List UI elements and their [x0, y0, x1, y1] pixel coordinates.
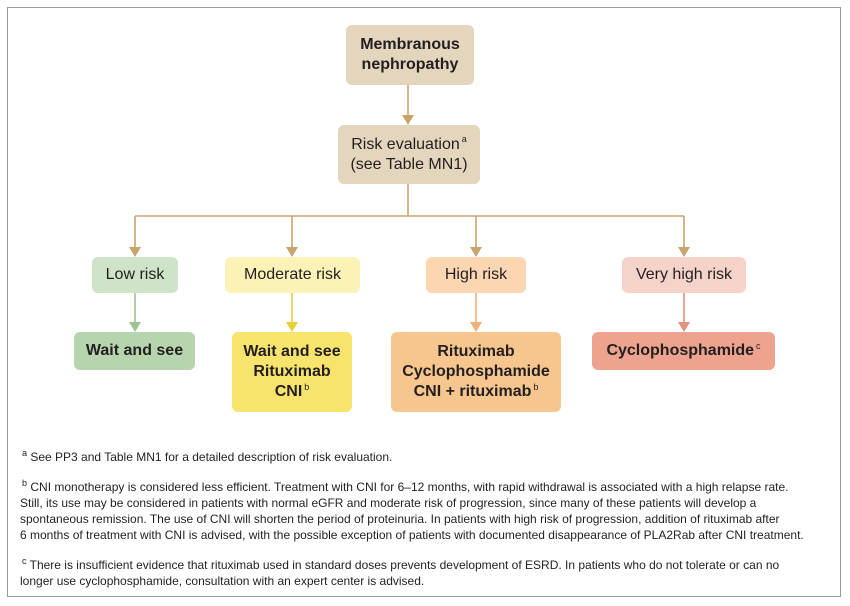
footnote-b-mark: b	[22, 478, 28, 488]
arrowhead-low-action	[129, 322, 141, 332]
moderate-risk-action-footnote-mark: b	[304, 381, 310, 392]
high-risk-action-node: Rituximab Cyclophosphamide CNI + rituxim…	[391, 332, 561, 412]
very-high-risk-node: Very high risk	[622, 257, 746, 293]
footnote-b-line-2: Still, its use may be considered in pati…	[20, 496, 757, 510]
risk-evaluation-footnote-mark: a	[461, 134, 467, 145]
root-line-1: Membranous	[360, 36, 460, 53]
footnote-a-text: See PP3 and Table MN1 for a detailed des…	[30, 450, 393, 464]
low-risk-action-line-1: Wait and see	[85, 342, 184, 359]
moderate-risk-action-line-2: Rituximab	[253, 363, 331, 380]
footnote-b-line-3: spontaneous remission. The use of CNI wi…	[20, 512, 780, 526]
arrowhead-moderate	[286, 247, 298, 257]
footnote-a-line: a See PP3 and Table MN1 for a detailed d…	[20, 449, 830, 465]
arrowhead-risk-eval	[402, 115, 414, 125]
arrowhead-high-action	[470, 322, 482, 332]
very-high-risk-action-footnote-mark: c	[756, 340, 761, 351]
high-risk-label: High risk	[444, 266, 508, 283]
high-risk-action-line-2: Cyclophosphamide	[402, 363, 550, 380]
moderate-risk-action-line-3: CNI	[274, 383, 303, 400]
risk-evaluation-line-1: Risk evaluation	[351, 135, 460, 153]
footnote-b-line-1: CNI monotherapy is considered less effic…	[30, 480, 789, 494]
root-line-2: nephropathy	[361, 56, 459, 73]
arrowhead-low	[129, 247, 141, 257]
very-high-risk-label: Very high risk	[635, 266, 733, 283]
high-risk-action-line-3: CNI + rituximab	[413, 383, 532, 400]
arrowhead-moderate-action	[286, 322, 298, 332]
arrowhead-very-high-action	[678, 322, 690, 332]
footnote-c-line-1: There is insufficient evidence that ritu…	[29, 558, 780, 572]
footnote-c-mark: c	[22, 556, 27, 566]
low-risk-label: Low risk	[105, 266, 165, 283]
footnote-c-line-1-wrap: c There is insufficient evidence that ri…	[20, 557, 830, 573]
arrowhead-very-high	[678, 247, 690, 257]
footnote-b-line-1-wrap: b CNI monotherapy is considered less eff…	[20, 479, 830, 495]
high-risk-action-line-1: Rituximab	[437, 343, 515, 360]
footnote-a-mark: a	[22, 448, 28, 458]
high-risk-action-footnote-mark: b	[533, 381, 539, 392]
very-high-risk-action-line-1: Cyclophosphamide	[606, 342, 755, 359]
footnote-b: b CNI monotherapy is considered less eff…	[20, 479, 830, 543]
moderate-risk-node: Moderate risk	[225, 257, 360, 293]
footnote-b-line-4: 6 months of treatment with CNI is advise…	[20, 528, 804, 542]
footnote-c-line-2: longer use cyclophosphamide, consultatio…	[20, 574, 425, 588]
footnote-a: a See PP3 and Table MN1 for a detailed d…	[20, 449, 830, 465]
arrowhead-high	[470, 247, 482, 257]
moderate-risk-label: Moderate risk	[244, 266, 341, 283]
footnote-c: c There is insufficient evidence that ri…	[20, 557, 830, 589]
figure-frame	[7, 7, 841, 597]
moderate-risk-action-line-1: Wait and see	[243, 343, 341, 360]
high-risk-node: High risk	[426, 257, 526, 293]
root-node: Membranous nephropathy	[346, 25, 474, 85]
low-risk-action-node: Wait and see	[74, 332, 195, 370]
low-risk-node: Low risk	[92, 257, 178, 293]
risk-evaluation-line-2: (see Table MN1)	[350, 155, 468, 173]
